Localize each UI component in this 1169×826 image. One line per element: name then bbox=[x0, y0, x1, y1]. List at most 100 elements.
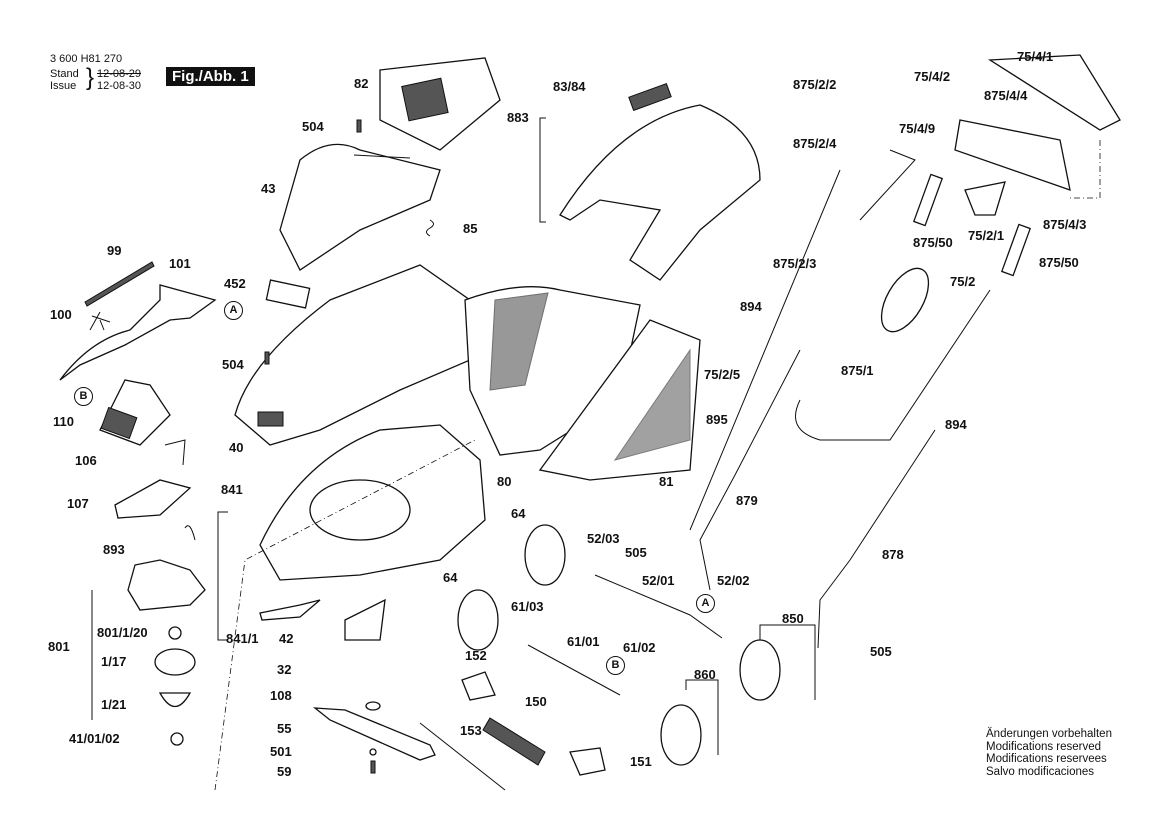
label-875-4-3: 875/4/3 bbox=[1043, 217, 1087, 232]
label-895: 895 bbox=[706, 412, 728, 427]
part-61-01-axle bbox=[527, 644, 621, 696]
part-878-handle-right bbox=[817, 429, 936, 649]
part-106-switch bbox=[164, 439, 186, 466]
label-875-50-right: 875/50 bbox=[1039, 255, 1079, 270]
label-83-84: 83/84 bbox=[553, 79, 586, 94]
label-801-1-20: 801/1/20 bbox=[97, 625, 148, 640]
part-110-band bbox=[100, 406, 138, 440]
label-883: 883 bbox=[507, 110, 529, 125]
part-52-01-axle bbox=[594, 574, 723, 639]
part-75-4-1-top-handle bbox=[987, 54, 1121, 131]
label-1-21: 1/21 bbox=[101, 697, 127, 712]
label-61-03: 61/03 bbox=[511, 599, 544, 614]
part-875-4-3-handle-body bbox=[954, 119, 1071, 191]
part-501-washer bbox=[369, 748, 377, 756]
label-52-02: 52/02 bbox=[717, 573, 750, 588]
part-75-2-1-switch-housing bbox=[964, 181, 1006, 216]
label-841-1: 841/1 bbox=[226, 631, 259, 646]
stand-date: 12-08-29 bbox=[97, 68, 142, 80]
label-875-50-left: 875/50 bbox=[913, 235, 953, 250]
label-101: 101 bbox=[169, 256, 191, 271]
part-81-mesh bbox=[613, 348, 691, 461]
label-878: 878 bbox=[882, 547, 904, 562]
label-55: 55 bbox=[277, 721, 292, 736]
callout-b-lever: B bbox=[74, 387, 93, 406]
label-452: 452 bbox=[224, 276, 246, 291]
label-879: 879 bbox=[736, 493, 758, 508]
part-875-2-3-cable bbox=[689, 169, 841, 531]
part-875-2-3-cable-top bbox=[859, 149, 916, 221]
part-1-21-belt bbox=[158, 692, 192, 708]
mower-deck-bowl bbox=[309, 479, 411, 541]
label-75-4-9: 75/4/9 bbox=[899, 121, 936, 136]
part-107-box bbox=[114, 479, 192, 519]
label-75-4-1: 75/4/1 bbox=[1017, 49, 1054, 64]
label-153: 153 bbox=[460, 723, 482, 738]
part-504-screw-top bbox=[356, 119, 362, 133]
label-59: 59 bbox=[277, 764, 292, 779]
part-108-washer bbox=[365, 701, 381, 711]
assembly-line-875-4-3 bbox=[1070, 140, 1101, 199]
label-82: 82 bbox=[354, 76, 369, 91]
part-number: 3 600 H81 270 bbox=[50, 53, 123, 65]
label-43: 43 bbox=[261, 181, 276, 196]
label-80: 80 bbox=[497, 474, 512, 489]
label-99: 99 bbox=[107, 243, 122, 258]
label-152: 152 bbox=[465, 648, 487, 663]
label-151: 151 bbox=[630, 754, 652, 769]
label-860: 860 bbox=[694, 667, 716, 682]
label-850: 850 bbox=[782, 611, 804, 626]
wheel-rear-left bbox=[524, 524, 566, 586]
part-875-1-upper-handle bbox=[795, 289, 991, 441]
modifications-notice: Änderungen vorbehalten Modifications res… bbox=[986, 728, 1112, 778]
assembly-axis-line bbox=[214, 439, 476, 791]
label-81: 81 bbox=[659, 474, 674, 489]
label-505-left: 505 bbox=[625, 545, 647, 560]
label-108: 108 bbox=[270, 688, 292, 703]
label-85: 85 bbox=[463, 221, 478, 236]
label-875-2-4: 875/2/4 bbox=[793, 136, 837, 151]
part-43-cover bbox=[279, 143, 441, 271]
label-875-2-3: 875/2/3 bbox=[773, 256, 817, 271]
part-151-end-cap bbox=[569, 747, 606, 776]
part-875-50-grip-left bbox=[912, 173, 944, 227]
label-75-2-5: 75/2/5 bbox=[704, 367, 741, 382]
part-41-01-02-bearing bbox=[170, 732, 184, 746]
label-150: 150 bbox=[525, 694, 547, 709]
part-879-handle-left bbox=[699, 349, 801, 591]
part-152-end-cap bbox=[461, 671, 496, 701]
part-83-84-handle-grip bbox=[628, 82, 672, 112]
label-504-bottom: 504 bbox=[222, 357, 244, 372]
label-110: 110 bbox=[53, 414, 74, 429]
stand-label: Stand bbox=[50, 68, 79, 80]
label-106: 106 bbox=[75, 453, 97, 468]
part-42-plate bbox=[344, 598, 386, 641]
part-452-badge bbox=[265, 279, 311, 309]
label-52-01: 52/01 bbox=[642, 573, 675, 588]
label-1-17: 1/17 bbox=[101, 654, 127, 669]
header-brace: } bbox=[86, 64, 95, 91]
part-40-grille bbox=[257, 411, 284, 427]
callout-a-axle: A bbox=[696, 594, 715, 613]
notice-en: Modifications reserved bbox=[986, 740, 1102, 753]
label-894-right: 894 bbox=[945, 417, 967, 432]
part-153-rod bbox=[419, 722, 506, 791]
wheel-front-left bbox=[457, 589, 499, 651]
bracket-841 bbox=[217, 511, 228, 641]
part-1-17-pulley bbox=[154, 648, 196, 676]
issue-label: Issue bbox=[50, 80, 77, 92]
part-75-2-cable-loop bbox=[880, 267, 930, 333]
label-841: 841 bbox=[221, 482, 243, 497]
label-801: 801 bbox=[48, 639, 70, 654]
part-85-spring bbox=[426, 219, 434, 237]
label-52-03: 52/03 bbox=[587, 531, 620, 546]
bracket-860 bbox=[685, 679, 719, 755]
label-501: 501 bbox=[270, 744, 292, 759]
notice-de: Änderungen vorbehalten bbox=[986, 728, 1112, 740]
notice-es: Salvo modificaciones bbox=[986, 765, 1095, 778]
part-150-roller bbox=[482, 717, 546, 766]
part-883-top-cover bbox=[559, 104, 761, 281]
part-80-mesh bbox=[489, 292, 549, 391]
label-75-2-1: 75/2/1 bbox=[968, 228, 1005, 243]
callout-b-axle: B bbox=[606, 656, 625, 675]
